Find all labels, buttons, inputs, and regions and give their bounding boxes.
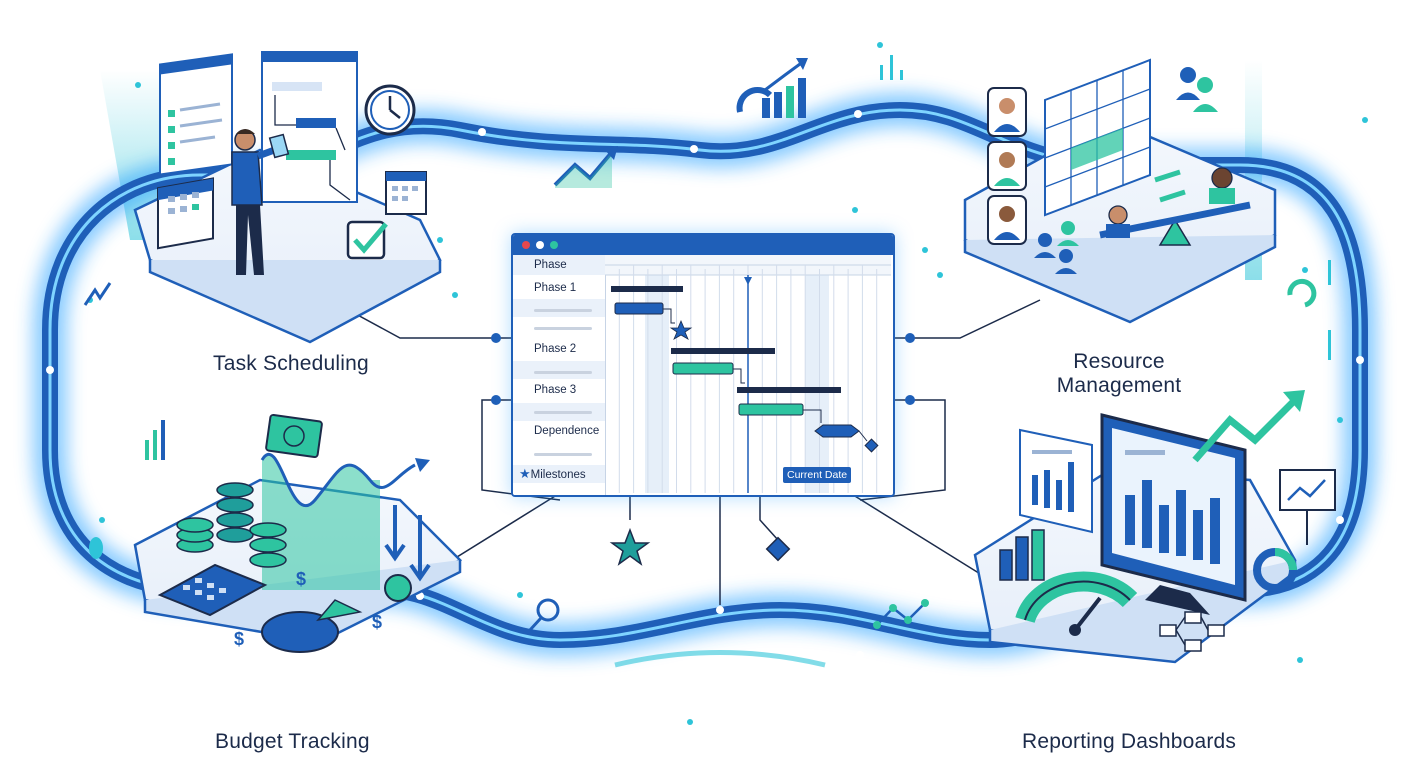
bar-chart-icon xyxy=(736,58,808,118)
decorative-sparkle-bars xyxy=(880,55,1331,360)
pie-chart-icon xyxy=(261,599,363,653)
calculator-icon xyxy=(157,563,268,617)
trend-up-icon xyxy=(553,146,618,188)
trend-up-icon xyxy=(1192,390,1305,463)
monitor-icon xyxy=(1100,413,1247,615)
person-planner xyxy=(231,129,290,275)
gantt-row-labels: Phase Phase 1 Phase 2 Phase 3 Dependence… xyxy=(513,255,606,495)
gantt-milestones-legend: ★Milestones xyxy=(513,466,605,482)
cylinder-bar-icon xyxy=(999,529,1045,581)
line-chart-icon xyxy=(873,599,929,629)
diamond-milestone-icon xyxy=(765,536,791,562)
dollar-bill-icon xyxy=(265,413,323,459)
current-date-marker: Current Date xyxy=(783,467,852,483)
coin-stack-icon xyxy=(176,482,287,568)
svg-text:$: $ xyxy=(234,629,244,649)
svg-text:$: $ xyxy=(372,612,382,632)
gantt-row-phase-1: Phase 1 xyxy=(534,282,577,294)
gauge-mini-icon xyxy=(1287,278,1317,308)
task-board-panel xyxy=(159,53,233,176)
track-light-dots xyxy=(46,110,1364,659)
donut-chart-icon xyxy=(1253,548,1297,592)
gantt-row-phase-2: Phase 2 xyxy=(534,343,577,355)
gantt-chart-window: Phase Phase 1 Phase 2 Phase 3 Dependence… xyxy=(511,233,895,497)
presentation-board-icon xyxy=(1279,469,1336,545)
reporting-dashboards-label: Reporting Dashboards xyxy=(1022,730,1237,753)
budget-tracking-tile: $ $ $ xyxy=(133,413,463,653)
maximize-dot[interactable] xyxy=(550,241,558,249)
team-icon xyxy=(1176,67,1218,112)
team-icon xyxy=(1034,221,1079,274)
milestones-label: Milestones xyxy=(530,469,586,481)
resource-grid-panel xyxy=(1044,58,1151,217)
calendar-icon xyxy=(385,171,427,215)
decorative-wave xyxy=(83,282,826,668)
window-titlebar xyxy=(513,235,893,255)
report-panel xyxy=(1019,428,1093,534)
trend-area-chart xyxy=(260,452,431,590)
budget-tracking-label: Budget Tracking xyxy=(215,730,370,753)
checkbox-icon xyxy=(346,220,388,260)
star-milestone-icon: ★ xyxy=(519,466,531,481)
avatar-icon xyxy=(987,141,1027,191)
task-scheduling-tile xyxy=(133,51,442,344)
gantt-header-phase: Phase xyxy=(534,259,567,271)
calendar-icon xyxy=(157,177,214,250)
balance-scale-icon xyxy=(1099,167,1251,246)
svg-text:$: $ xyxy=(296,569,306,589)
avatar-icon xyxy=(987,87,1027,137)
resource-management-label-line1: Resource xyxy=(1073,350,1165,373)
coin-icon xyxy=(384,574,412,602)
task-scheduling-label: Task Scheduling xyxy=(213,352,369,375)
bar-chart-icon xyxy=(145,420,165,460)
star-milestone-icon xyxy=(609,527,651,566)
gantt-row-phase-3: Phase 3 xyxy=(534,384,577,396)
diamond-milestone-icon xyxy=(864,438,879,453)
star-milestone-icon xyxy=(669,319,693,340)
gantt-timeline xyxy=(605,255,891,493)
reporting-dashboards-tile xyxy=(973,390,1336,664)
schedule-panel xyxy=(261,51,358,203)
gantt-row-dependence: Dependence xyxy=(534,425,600,437)
close-dot[interactable] xyxy=(522,241,530,249)
flowchart-icon xyxy=(1159,611,1225,652)
avatar-icon xyxy=(987,195,1027,245)
resource-management-tile xyxy=(963,58,1277,324)
clock-icon xyxy=(364,84,416,136)
minimize-dot[interactable] xyxy=(536,241,544,249)
magnifier-icon xyxy=(528,598,560,632)
gauge-icon xyxy=(1015,571,1138,636)
dollar-sign-icon: $ $ $ xyxy=(234,569,382,649)
resource-management-label-line2: Management xyxy=(1056,374,1182,397)
